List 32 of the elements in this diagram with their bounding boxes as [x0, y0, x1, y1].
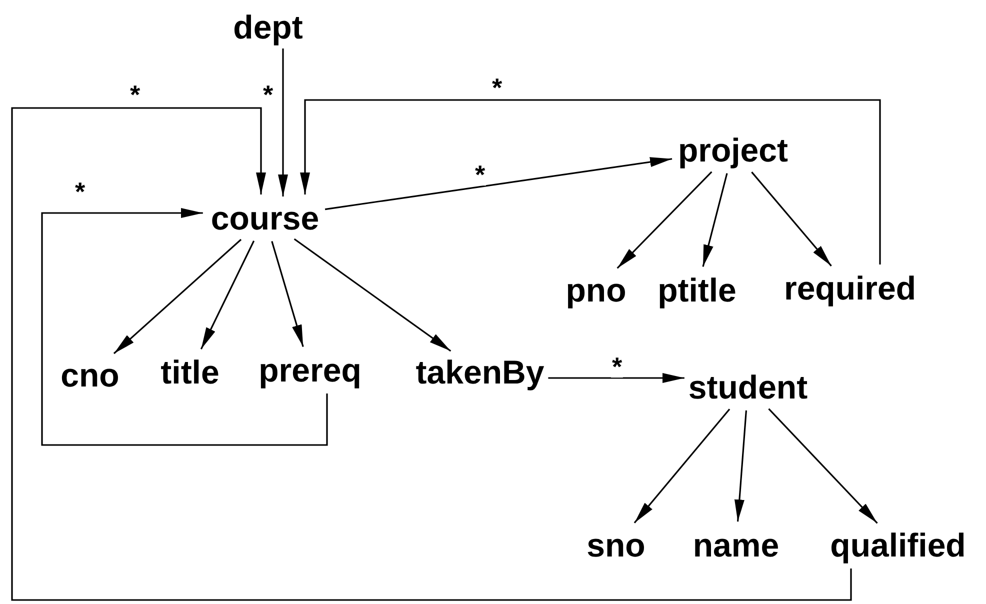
- arrow: [768, 408, 878, 524]
- edge-label: *: [474, 164, 486, 186]
- entity-label: title: [158, 354, 222, 390]
- entity-label: takenBy: [414, 354, 546, 390]
- arrow: [41, 208, 328, 446]
- arrow: [751, 172, 832, 266]
- arrow: [300, 99, 881, 264]
- entity-label: course: [208, 200, 322, 236]
- arrow: [324, 157, 672, 210]
- arrow: [278, 48, 288, 196]
- entity-label: project: [676, 132, 790, 168]
- entity-label: qualified: [828, 528, 968, 562]
- arrow: [616, 171, 712, 269]
- entity-label: cno: [58, 358, 122, 392]
- entity-label: ptitle: [656, 272, 738, 308]
- arrow: [734, 410, 748, 522]
- arrow: [294, 238, 452, 352]
- arrow: [702, 173, 728, 267]
- arrow: [634, 408, 730, 524]
- arrow: [11, 107, 852, 601]
- entity-label: prereq: [256, 352, 364, 388]
- entity-label: pno: [564, 272, 628, 308]
- arrow: [200, 240, 255, 350]
- entity-label: sno: [584, 528, 648, 562]
- entity-label: student: [686, 370, 810, 404]
- entity-label: required: [782, 270, 918, 306]
- entity-label: name: [690, 528, 782, 562]
- arrow: [548, 373, 684, 383]
- edge-label: *: [610, 356, 624, 378]
- arrow: [113, 238, 242, 354]
- entity-label: dept: [231, 10, 305, 44]
- arrow: [271, 241, 304, 347]
